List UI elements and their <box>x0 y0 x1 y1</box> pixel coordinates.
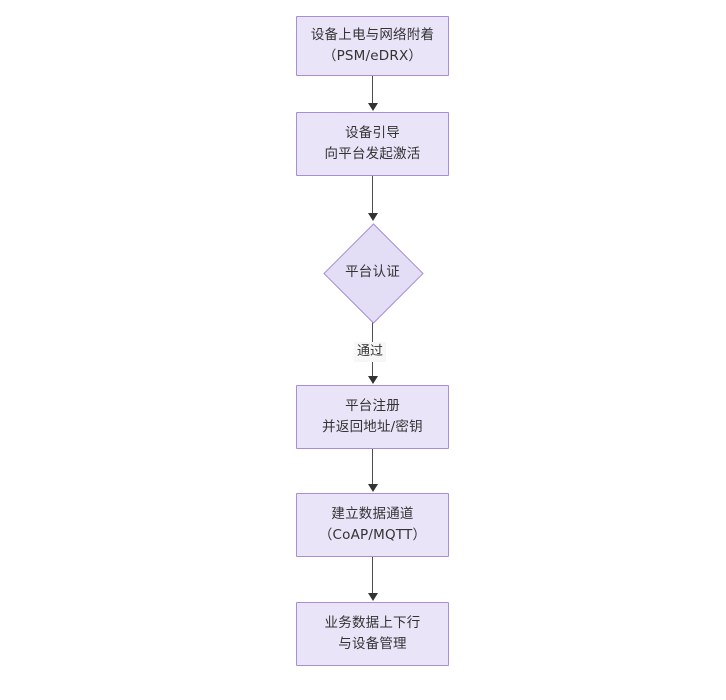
node-text-line: 设备引导 <box>345 125 400 141</box>
node-platform-authentication[interactable]: 平台认证 <box>323 222 424 324</box>
node-device-bootstrap[interactable]: 设备引导 向平台发起激活 <box>296 112 449 176</box>
node-device-power-on[interactable]: 设备上电与网络附着 （PSM/eDRX） <box>296 16 449 76</box>
connector-n1-n2 <box>372 76 373 104</box>
arrowhead-n5-n6 <box>368 593 378 601</box>
edge-label-pass: 通过 <box>354 342 387 362</box>
node-business-data-and-device-management[interactable]: 业务数据上下行 与设备管理 <box>296 602 449 666</box>
node-platform-registration[interactable]: 平台注册 并返回地址/密钥 <box>296 385 449 449</box>
node-text-line: 设备上电与网络附着 <box>310 27 435 43</box>
connector-n2-n3 <box>372 176 373 214</box>
arrowhead-n2-n3 <box>368 213 378 221</box>
node-text-line: 业务数据上下行 <box>324 615 421 631</box>
arrowhead-n3-n4 <box>368 376 378 384</box>
node-text-line: （CoAP/MQTT） <box>318 527 427 543</box>
node-text-line: 向平台发起激活 <box>324 146 421 162</box>
node-text-line: 平台认证 <box>345 263 400 280</box>
node-text-line: （PSM/eDRX） <box>322 48 423 64</box>
arrowhead-n1-n2 <box>368 103 378 111</box>
arrowhead-n4-n5 <box>368 484 378 492</box>
connector-n4-n5 <box>372 449 373 485</box>
node-establish-data-channel[interactable]: 建立数据通道 （CoAP/MQTT） <box>296 493 449 557</box>
node-text-line: 与设备管理 <box>338 636 407 652</box>
node-text-line: 建立数据通道 <box>331 506 414 522</box>
connector-n5-n6 <box>372 557 373 594</box>
node-text-line: 平台注册 <box>345 398 400 414</box>
node-text-line: 并返回地址/密钥 <box>322 419 423 435</box>
